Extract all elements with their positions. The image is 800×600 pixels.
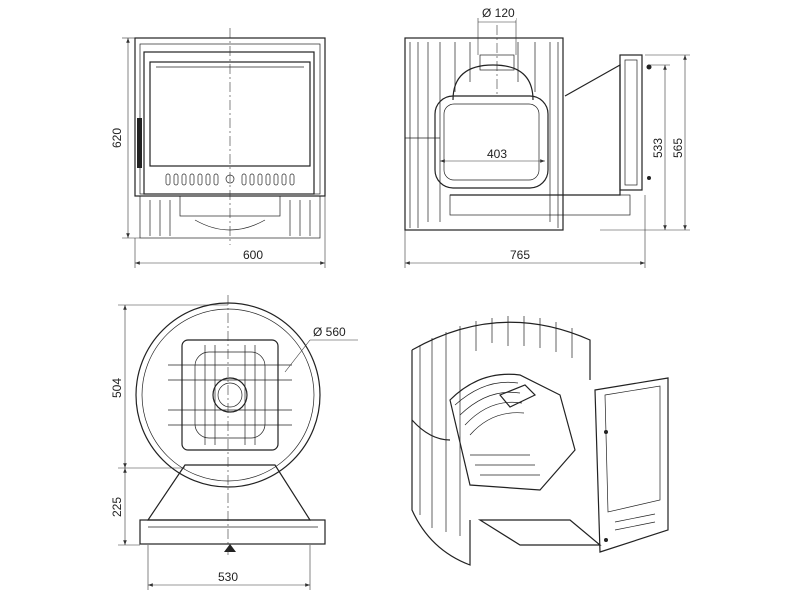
firebox [434, 95, 549, 189]
side-view: 403 533 565 765 [404, 18, 690, 268]
depth-label: 765 [510, 248, 530, 262]
hood-width-label: 530 [218, 570, 238, 584]
hood-depth-label: 225 [110, 497, 124, 517]
total-height-label: 565 [671, 138, 685, 158]
front-width-label: 600 [243, 248, 263, 262]
diameter-label: Ø 560 [312, 325, 347, 339]
firebox-dome [452, 64, 534, 101]
firebox-width-label: 403 [487, 147, 507, 161]
front-height-label: 620 [110, 128, 124, 148]
side-door [619, 54, 643, 191]
top-view: 504 225 530 [110, 295, 358, 590]
isometric-view [411, 316, 669, 566]
glass [149, 61, 311, 167]
front-view: 620 600 [110, 28, 326, 268]
body-depth-label: 504 [110, 378, 124, 398]
door-handle [137, 118, 142, 168]
front-vents [165, 173, 295, 186]
door [143, 51, 315, 195]
door-height-label: 533 [651, 138, 665, 158]
flue-diameter-label: Ø 120 [481, 6, 516, 20]
iso-door [594, 377, 669, 553]
